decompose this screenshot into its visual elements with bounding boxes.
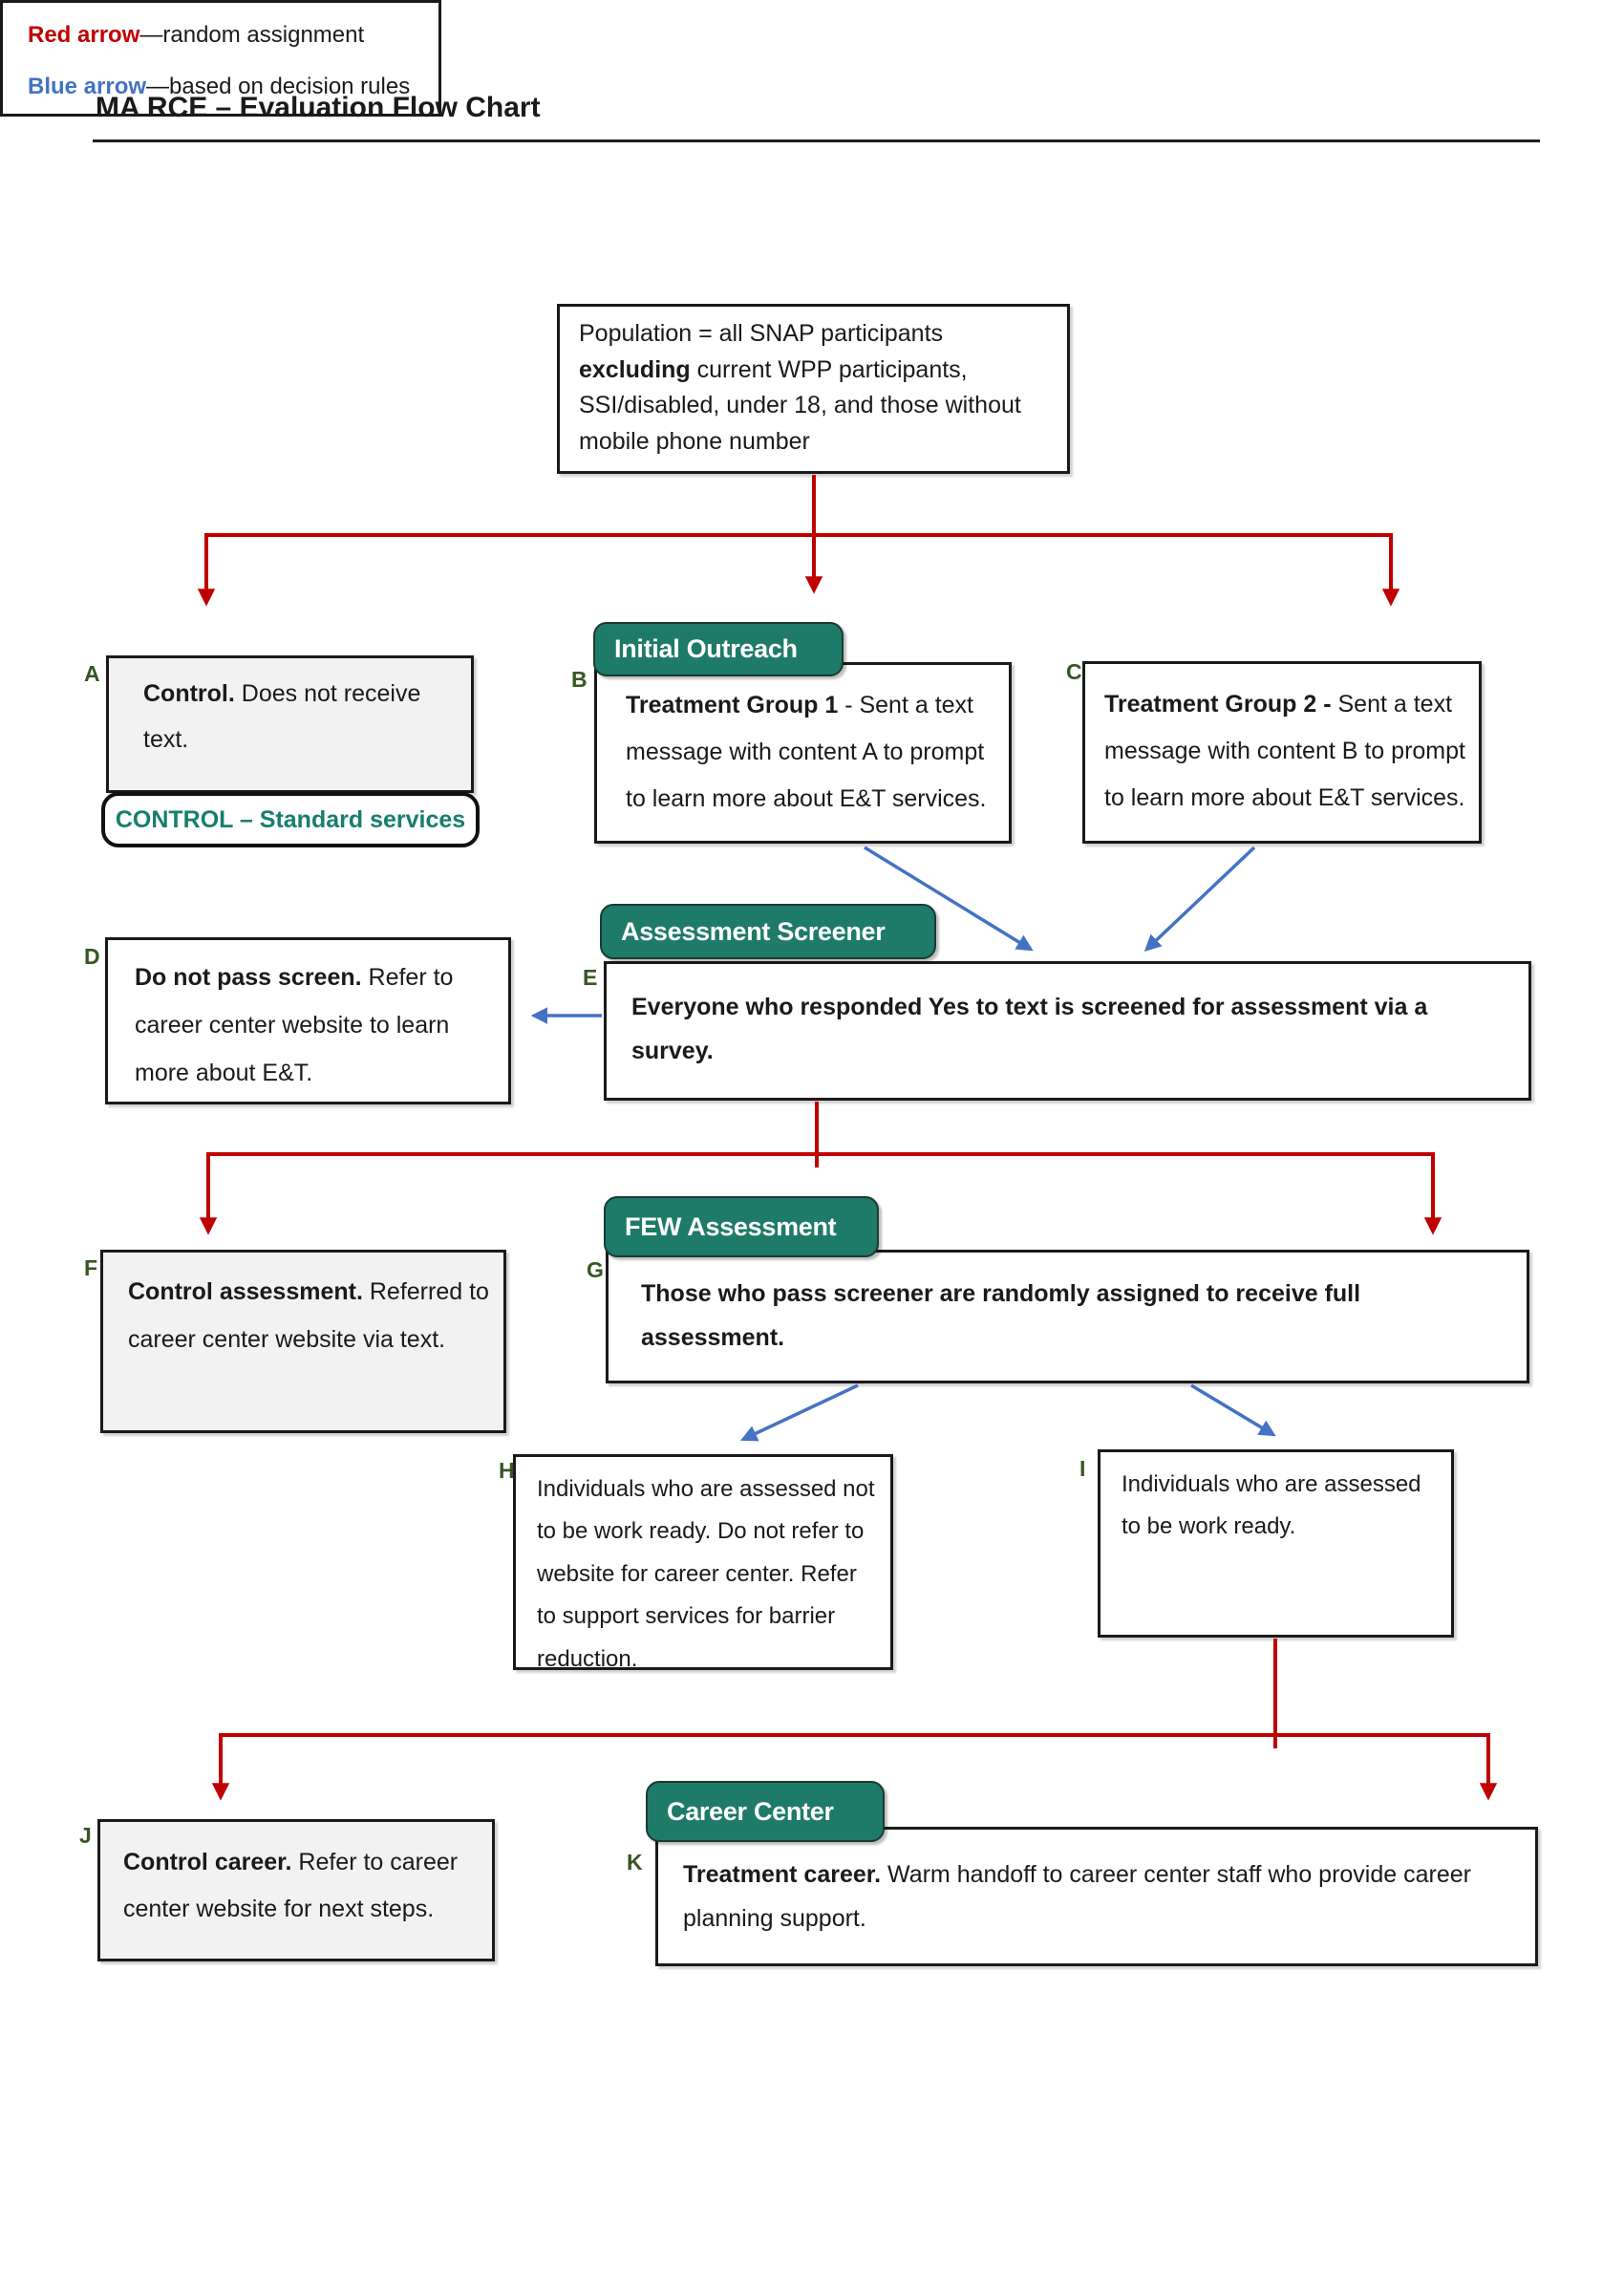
do-not-pass-screen-text: Refer to career center website to learn … [135, 964, 454, 1086]
node-label-c: C [1066, 659, 1082, 684]
work-ready-text: Individuals who are assessed to be work … [1122, 1471, 1421, 1540]
treatment-group-1-bold: Treatment Group 1 [626, 692, 839, 718]
node-label-f: F [84, 1255, 98, 1280]
node-label-j: J [79, 1823, 92, 1848]
few-assessment-header: FEW Assessment [604, 1196, 879, 1257]
legend-red-arrow: Red arrow—random assignment [28, 22, 438, 49]
assessment-screener-box: Everyone who responded Yes to text is sc… [604, 961, 1531, 1101]
treatment-group-2-bold: Treatment Group 2 - [1104, 691, 1332, 718]
assessment-screener-header: Assessment Screener [600, 904, 936, 959]
control-box-text: Does not receive text. [143, 680, 421, 753]
arrow-tg2-to-screener [1143, 846, 1256, 953]
population-box: Population = all SNAP participants exclu… [557, 304, 1070, 474]
population-text-2: current WPP participants, SSI/disabled, … [579, 355, 1021, 455]
few-assessment-box: Those who pass screener are randomly ass… [606, 1250, 1529, 1383]
treatment-group-1-box: Treatment Group 1 - Sent a text message … [594, 662, 1012, 844]
population-text: Population = all SNAP participants [579, 320, 944, 347]
assessment-screener-bold: Everyone who responded Yes to text is sc… [631, 994, 1428, 1065]
few-assessment-bold: Those who pass screener are randomly ass… [641, 1280, 1361, 1352]
node-label-h: H [499, 1458, 515, 1483]
node-label-d: D [84, 944, 100, 969]
title-divider [93, 139, 1540, 142]
career-center-header: Career Center [646, 1781, 885, 1842]
treatment-group-2-text: Sent a text message with content B to pr… [1104, 691, 1465, 811]
treatment-group-1-text: - Sent a text message with content A to … [626, 692, 987, 812]
control-box: Control. Does not receive text. [106, 655, 474, 793]
treatment-career-box: Treatment career. Warm handoff to career… [655, 1827, 1538, 1966]
control-assessment-box: Control assessment. Referred to career c… [100, 1250, 506, 1433]
control-assessment-text: Referred to career center website via te… [128, 1278, 489, 1353]
population-excluding: excluding [579, 355, 691, 383]
control-box-bold: Control. [143, 680, 235, 707]
do-not-pass-screen-bold: Do not pass screen. [135, 964, 362, 991]
node-label-b: B [571, 667, 588, 692]
initial-outreach-header: Initial Outreach [593, 622, 844, 676]
legend-box: Red arrow—random assignment Blue arrow—b… [0, 0, 441, 117]
legend-red-desc: —random assignment [139, 22, 365, 48]
node-label-i: I [1079, 1456, 1086, 1481]
control-career-box: Control career. Refer to career center w… [97, 1819, 495, 1961]
treatment-career-text: Warm handoff to career center staff who … [683, 1861, 1471, 1933]
work-ready-box: Individuals who are assessed to be work … [1098, 1449, 1454, 1638]
control-standard-services-pill: CONTROL – Standard services [101, 792, 480, 847]
node-label-a: A [84, 661, 100, 686]
legend-red-label: Red arrow [28, 22, 140, 48]
arrow-few-to-not-work-ready [740, 1383, 859, 1442]
control-career-bold: Control career. [123, 1849, 292, 1875]
not-work-ready-text: Individuals who are assessed not to be w… [537, 1476, 875, 1672]
legend-blue-arrow: Blue arrow—based on decision rules [28, 74, 438, 100]
treatment-career-bold: Treatment career. [683, 1861, 882, 1888]
arrow-few-to-work-ready [1190, 1383, 1276, 1437]
legend-blue-label: Blue arrow [28, 74, 147, 99]
legend-blue-desc: —based on decision rules [146, 74, 411, 99]
treatment-group-2-box: Treatment Group 2 - Sent a text message … [1082, 661, 1482, 844]
node-label-k: K [627, 1850, 643, 1875]
page-title: MA RCE – Evaluation Flow Chart [96, 92, 541, 123]
control-career-text: Refer to career center website for next … [123, 1849, 459, 1922]
node-label-g: G [587, 1257, 604, 1282]
not-work-ready-box: Individuals who are assessed not to be w… [513, 1454, 893, 1672]
node-label-e: E [583, 965, 598, 990]
do-not-pass-screen-box: Do not pass screen. Refer to career cent… [105, 937, 511, 1104]
control-assessment-bold: Control assessment. [128, 1278, 363, 1305]
